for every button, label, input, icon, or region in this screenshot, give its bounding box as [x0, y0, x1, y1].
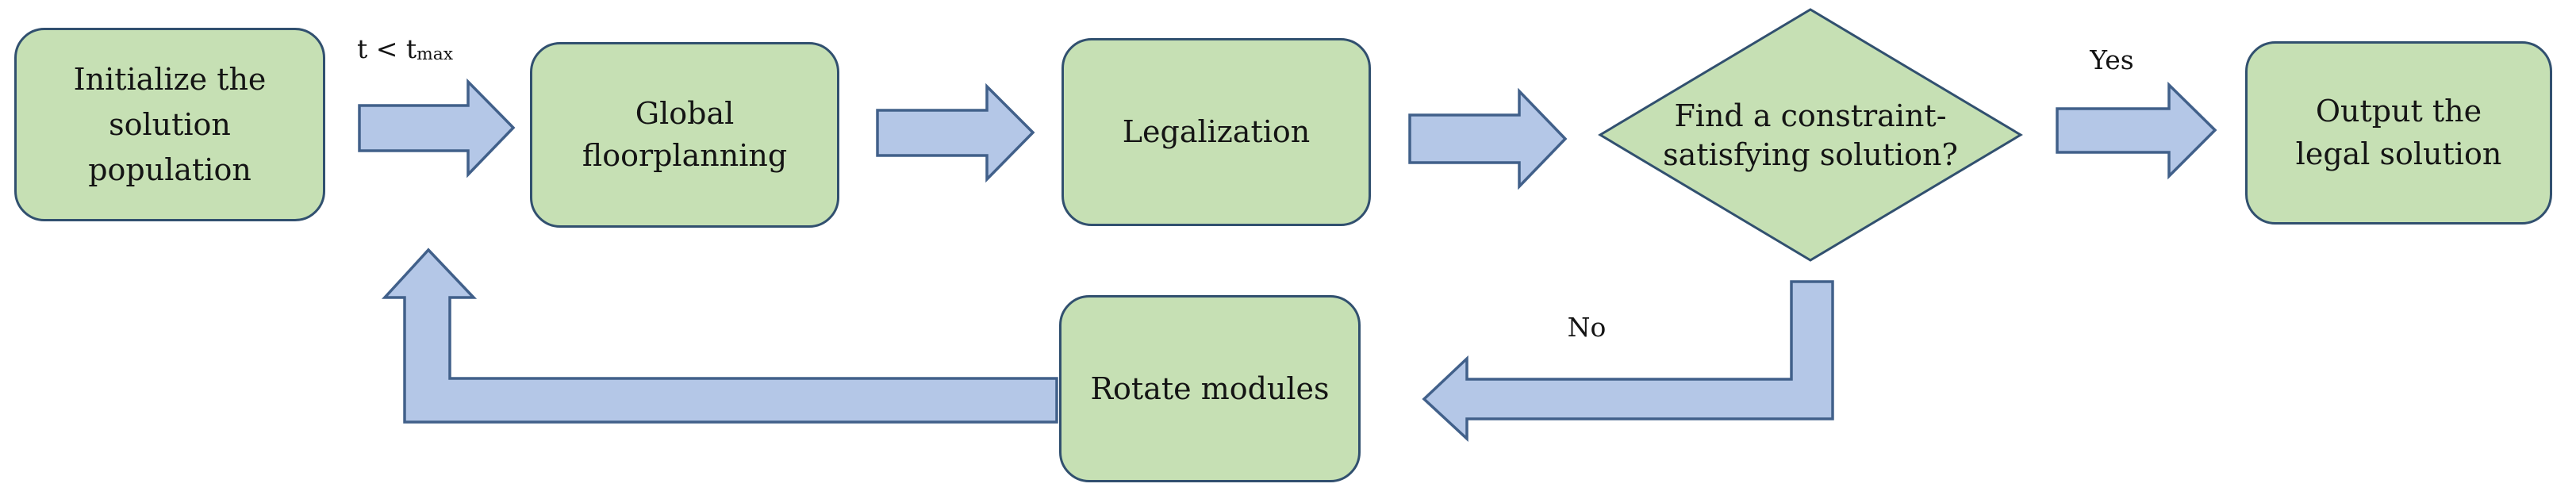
node-legalization-label: Legalization — [1122, 114, 1311, 149]
decision-diamond-shape — [1598, 8, 2023, 262]
node-initialize-label: Initialize the solution population — [73, 61, 267, 187]
node-output-label: Output the legal solution — [2295, 94, 2502, 171]
arrow-decision-to-output-icon — [2056, 81, 2217, 180]
edge-label-t-condition-main: t < t — [357, 33, 417, 64]
edge-label-no: No — [1567, 312, 1607, 343]
node-rotate-label: Rotate modules — [1090, 370, 1330, 406]
arrow-initialize-to-global-icon — [358, 78, 516, 178]
arrow-legalization-to-decision-icon — [1408, 87, 1568, 190]
node-decision-label: Find a constraint- satisfying solution? — [1663, 98, 1958, 173]
node-initialize-population: Initialize the solution population — [14, 28, 325, 221]
node-output-legal-solution: Output the legal solution — [2245, 41, 2552, 225]
arrow-decision-to-rotate-icon — [1422, 280, 1834, 443]
arrow-rotate-to-global-icon — [382, 248, 1058, 424]
edge-label-yes: Yes — [2090, 44, 2134, 75]
edge-label-t-condition: t < tmax — [357, 33, 454, 64]
node-global-floorplanning-label: Global floorplanning — [582, 95, 788, 173]
arrow-global-to-legalization-icon — [876, 83, 1035, 183]
edge-label-t-condition-subscript: max — [417, 44, 454, 64]
node-legalization: Legalization — [1061, 38, 1371, 226]
node-global-floorplanning: Global floorplanning — [530, 42, 839, 228]
node-rotate-modules: Rotate modules — [1059, 295, 1361, 482]
